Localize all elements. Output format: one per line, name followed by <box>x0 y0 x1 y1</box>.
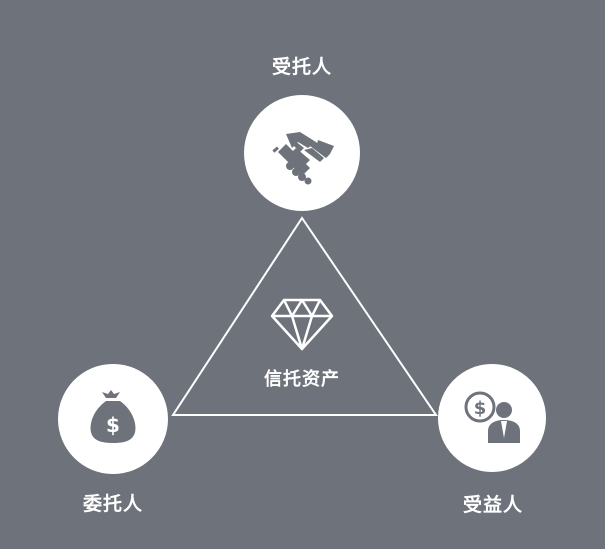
diamond-icon <box>270 298 334 351</box>
dollar-person-icon: $ <box>464 391 520 443</box>
settlor-label: 委托人 <box>82 493 144 515</box>
triangle-outline <box>171 216 438 416</box>
trustee-circle <box>244 95 360 211</box>
center-label: 信托资产 <box>264 369 340 390</box>
beneficiary-circle <box>438 364 546 472</box>
handshake-icon <box>272 132 334 185</box>
svg-text:$: $ <box>474 398 487 419</box>
trustee-label: 受托人 <box>271 56 333 78</box>
svg-text:$: $ <box>106 413 120 437</box>
beneficiary-label: 受益人 <box>462 494 524 516</box>
money-bag-icon: $ <box>90 390 136 443</box>
